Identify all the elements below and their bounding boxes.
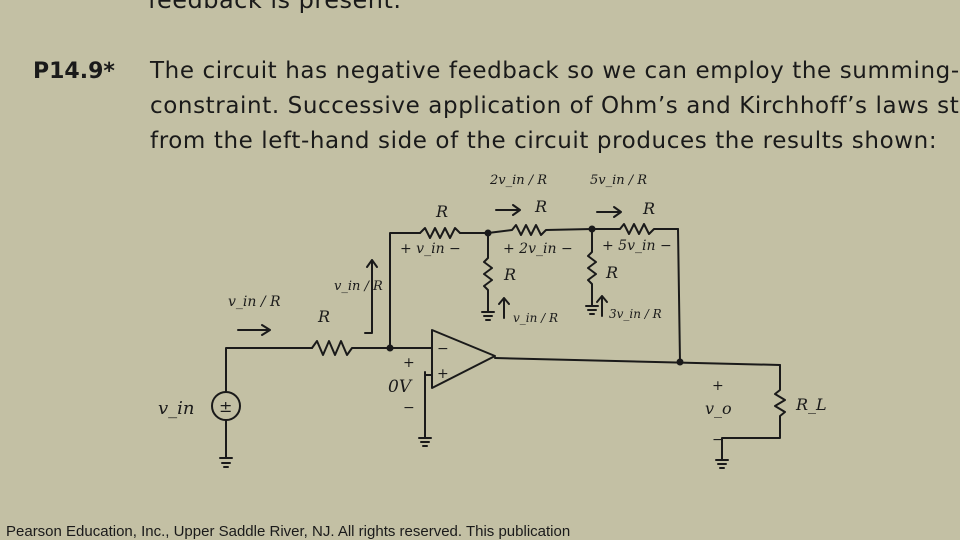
r2-current-label: 2v_in / R <box>489 173 547 188</box>
r1-voltage: + v_in − <box>400 241 461 257</box>
shunt2-label: R <box>605 263 618 282</box>
body-text-line-3: from the left-hand side of the circuit p… <box>150 128 938 154</box>
feedback-current-label: v_in / R <box>334 279 383 294</box>
voltage-source-symbol <box>211 391 241 421</box>
shunt2-current-label: 3v_in / R <box>609 307 662 321</box>
r3-current-label: 5v_in / R <box>590 173 647 188</box>
r3-voltage: + 5v_in − <box>602 238 672 254</box>
summing-node-voltage: 0V <box>388 377 413 397</box>
copyright-footer: Pearson Education, Inc., Upper Saddle Ri… <box>6 523 571 540</box>
input-current-arrow <box>237 324 271 336</box>
previous-problem-fragment: feedback is present. <box>148 0 402 14</box>
source-sign: ± <box>219 397 232 416</box>
opamp-inverting-sign: − <box>437 341 449 357</box>
output-voltage-label: v_o <box>705 399 732 418</box>
shunt1-label: R <box>503 265 516 284</box>
output-minus-sign: − <box>712 432 724 448</box>
circuit-nodes <box>386 225 684 366</box>
node-plus-sign: + <box>403 355 415 371</box>
output-plus-sign: + <box>712 378 724 394</box>
opamp-noninverting-sign: + <box>437 366 449 382</box>
input-current-label: v_in / R <box>228 294 281 310</box>
r2-voltage: + 2v_in − <box>503 241 573 257</box>
feedback-current-arrow <box>364 259 378 334</box>
r3-label: R <box>642 199 655 218</box>
r3-current-arrow <box>596 206 622 218</box>
r2-current-arrow <box>495 204 521 216</box>
r2-label: R <box>534 197 547 216</box>
source-label: v_in <box>158 398 195 419</box>
body-text-line-1: The circuit has negative feedback so we … <box>150 58 960 84</box>
problem-number: P14.9* <box>33 59 115 84</box>
r1-label: R <box>435 202 448 221</box>
load-resistor-label: R_L <box>795 395 827 414</box>
shunt2-current-arrow <box>596 295 608 317</box>
body-text-line-2: constraint. Successive application of Oh… <box>150 93 960 119</box>
shunt1-current-arrow <box>498 297 510 319</box>
circuit-wires <box>219 223 786 469</box>
node-minus-sign: − <box>403 400 415 416</box>
input-resistor-label: R <box>317 307 330 326</box>
shunt1-current-label: v_in / R <box>513 311 558 325</box>
